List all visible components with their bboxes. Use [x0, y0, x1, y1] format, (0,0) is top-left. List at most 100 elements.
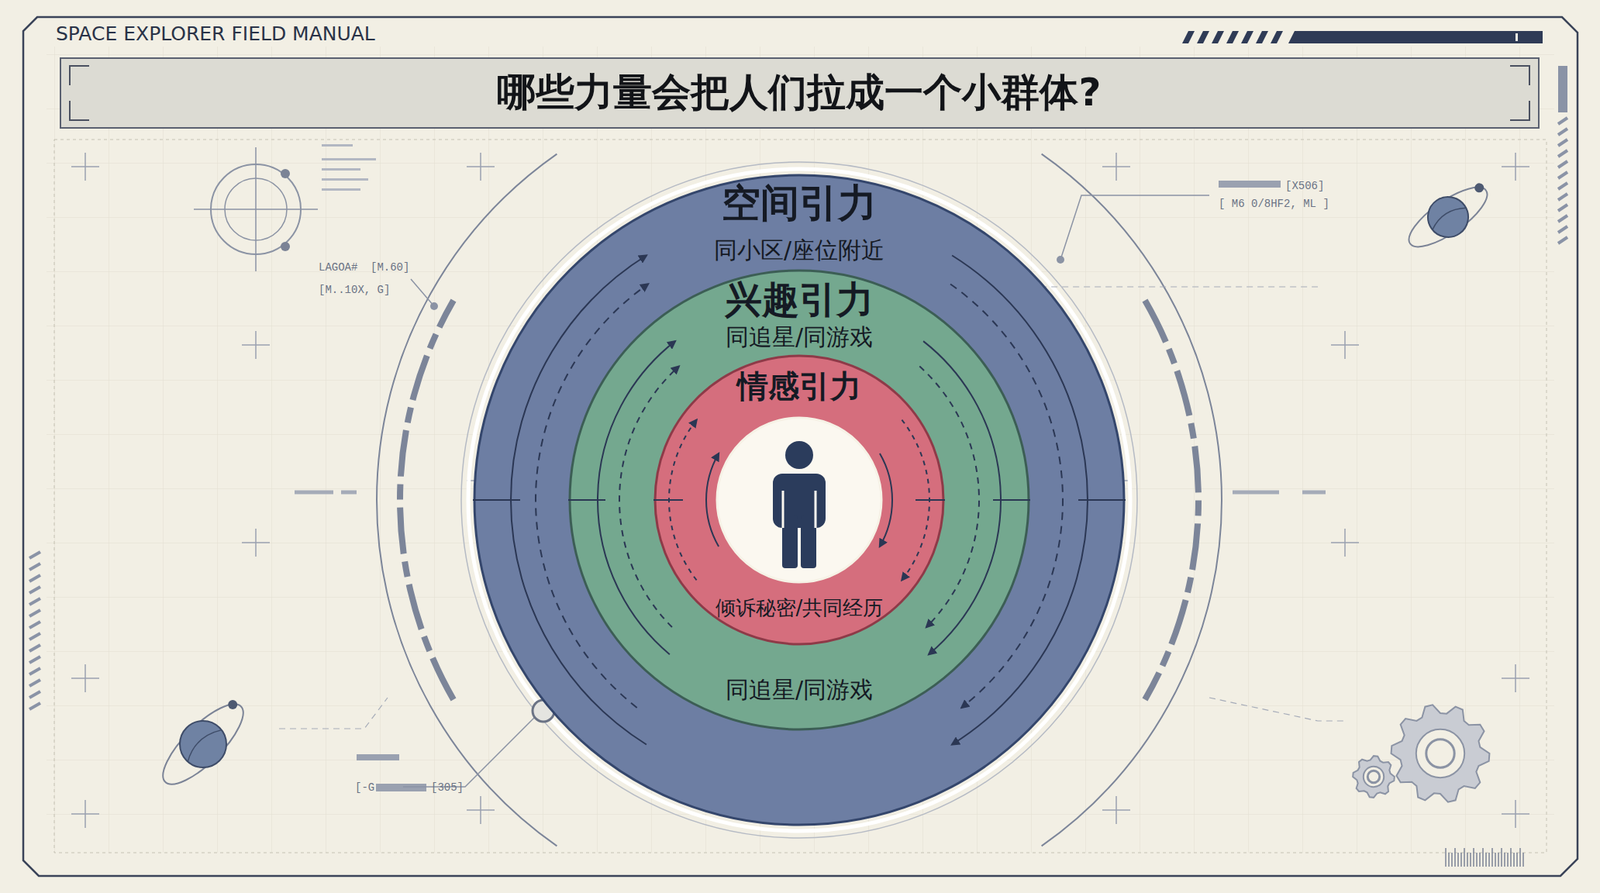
- band-tick: [1078, 499, 1126, 501]
- ring-example: 同追星/同游戏: [725, 676, 873, 704]
- corner-bracket: [69, 65, 90, 86]
- ring-heading: 兴趣引力: [724, 278, 874, 321]
- flow-arrow: [923, 341, 1001, 655]
- ring-heading: 空间引力: [721, 181, 877, 227]
- barcode: [1444, 848, 1447, 867]
- stripe: [1211, 31, 1225, 44]
- barcode: [1510, 848, 1512, 867]
- inner-frame: [54, 139, 1547, 853]
- header-text: SPACE EXPLORER FIELD MANUAL: [55, 23, 376, 46]
- force-ring: 兴趣引力同追星/同游戏同追星/同游戏情感引力倾诉秘密/共同经历: [568, 268, 1031, 732]
- decor-stroke: [782, 490, 816, 528]
- barcode: [1513, 852, 1515, 867]
- ring-fill: [655, 355, 944, 645]
- ring-example: 同小区/座位附近: [713, 237, 885, 265]
- crosshair: [71, 152, 100, 181]
- barcode: [1451, 852, 1453, 867]
- band-tick: [653, 499, 683, 501]
- ring-heading: 情感引力: [737, 368, 862, 404]
- flow-arrow: [901, 420, 930, 581]
- tech-label: [ M6 0/8HF2, ML ]: [1218, 197, 1330, 211]
- title-bar: [60, 58, 1539, 128]
- grid: [46, 46, 1555, 853]
- barcode: [1494, 852, 1497, 867]
- barcode: [1506, 852, 1509, 867]
- barcode: [1491, 848, 1494, 867]
- guide-line: [279, 697, 388, 729]
- flow-arrow: [668, 420, 697, 581]
- data-line: [321, 188, 361, 191]
- crosshair: [241, 528, 270, 557]
- tech-label: [305]: [431, 781, 464, 794]
- crosshair: [1501, 800, 1530, 828]
- force-ring: 情感引力倾诉秘密/共同经历: [653, 354, 945, 646]
- stripe: [1255, 31, 1269, 44]
- title-text: 哪些力量会把人们拉成一个小群体?: [496, 70, 1101, 116]
- leader-line: [410, 279, 435, 307]
- hatch: [1558, 172, 1568, 179]
- hatch: [1558, 193, 1568, 200]
- barcode: [1454, 848, 1456, 867]
- hatch: [29, 656, 41, 663]
- barcode: [1463, 848, 1466, 867]
- decor-stroke: [1400, 177, 1496, 258]
- hatch: [1558, 204, 1568, 211]
- barcode: [1519, 848, 1521, 867]
- decor-stroke: [800, 515, 817, 569]
- ring-fill: [474, 175, 1125, 825]
- stripe: [1241, 31, 1254, 44]
- hatch: [29, 575, 41, 582]
- force-ring: 空间引力同小区/座位附近兴趣引力同追星/同游戏同追星/同游戏情感引力倾诉秘密/共…: [472, 173, 1126, 827]
- crosshair: [1102, 152, 1131, 181]
- flow-arrow: [510, 255, 647, 745]
- data-line: [321, 144, 353, 147]
- decor-stroke: [1416, 729, 1465, 778]
- flow-arrow: [535, 283, 649, 707]
- orbit-arc: [1144, 300, 1199, 700]
- hatch: [1558, 237, 1568, 244]
- data-line: [321, 168, 361, 171]
- tick-mark: [341, 490, 357, 495]
- leader-line: [1060, 195, 1210, 260]
- barcode: [1472, 848, 1475, 867]
- tick-mark: [1302, 490, 1326, 495]
- hatch: [29, 703, 41, 710]
- tech-label: [-G: [355, 781, 375, 794]
- decor-stroke: [782, 515, 798, 569]
- decor-stroke: [226, 698, 240, 712]
- crosshair: [1501, 664, 1530, 693]
- crosshair: [71, 800, 100, 828]
- hatch: [1558, 161, 1568, 168]
- crosshair: [1102, 796, 1131, 825]
- outer-frame: [23, 17, 1578, 876]
- flow-arrow: [879, 453, 893, 547]
- stripe: [1226, 31, 1239, 44]
- tech-label: LAGOA#: [318, 261, 358, 274]
- data-line: [321, 178, 369, 181]
- orbit-arc: [400, 300, 454, 700]
- tech-label: [M..10X, G]: [318, 283, 390, 297]
- center-circle: [717, 417, 882, 583]
- stripe: [1196, 31, 1210, 44]
- barcode: [1500, 848, 1503, 867]
- flow-arrow: [919, 366, 980, 628]
- decor-stroke: [1472, 181, 1487, 195]
- leader-dot: [430, 302, 438, 311]
- corner-bracket: [69, 100, 90, 121]
- crosshair: [71, 664, 100, 693]
- data-bar: [356, 754, 400, 761]
- corner-bracket: [1510, 100, 1530, 121]
- hatch: [1558, 128, 1568, 135]
- hatch: [1558, 139, 1568, 146]
- hatch: [1558, 215, 1568, 222]
- hatch: [1558, 182, 1568, 190]
- stripe: [1182, 31, 1195, 44]
- data-bar: [375, 783, 427, 792]
- decor-stroke: [1426, 739, 1455, 768]
- decor-stroke: [1558, 65, 1568, 113]
- decor-stroke: [1352, 755, 1395, 798]
- crosshair: [1501, 152, 1530, 181]
